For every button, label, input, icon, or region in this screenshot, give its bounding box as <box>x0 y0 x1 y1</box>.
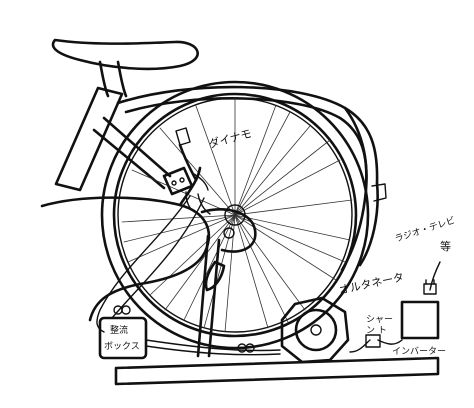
inverter-label: インバーター <box>392 346 446 357</box>
wires <box>96 195 441 356</box>
shunt-label-2: ン ト <box>366 326 387 336</box>
frame <box>54 86 172 192</box>
base-board <box>114 356 440 386</box>
saddle <box>51 38 199 98</box>
dynamo-device <box>162 127 211 215</box>
wheel-spokes <box>121 97 353 333</box>
alternator <box>280 296 350 364</box>
rear-wheel <box>100 80 370 350</box>
shunt-device <box>365 334 381 348</box>
shunt-label-1: シャー <box>366 315 393 325</box>
rectifier-label-2: ボックス <box>104 341 140 352</box>
rectifier-box <box>98 316 148 360</box>
hub-assembly <box>196 208 257 358</box>
plug-icon <box>423 279 437 295</box>
rider-leg <box>40 166 211 322</box>
rectifier-label-1: 整流 <box>110 324 128 336</box>
dynamo-label: ダイナモ <box>207 126 253 151</box>
connectors <box>113 305 255 353</box>
inverter-box <box>400 300 440 340</box>
appliance-label-2: 等 <box>440 239 451 253</box>
alternator-label: オルタネータ <box>338 270 405 296</box>
